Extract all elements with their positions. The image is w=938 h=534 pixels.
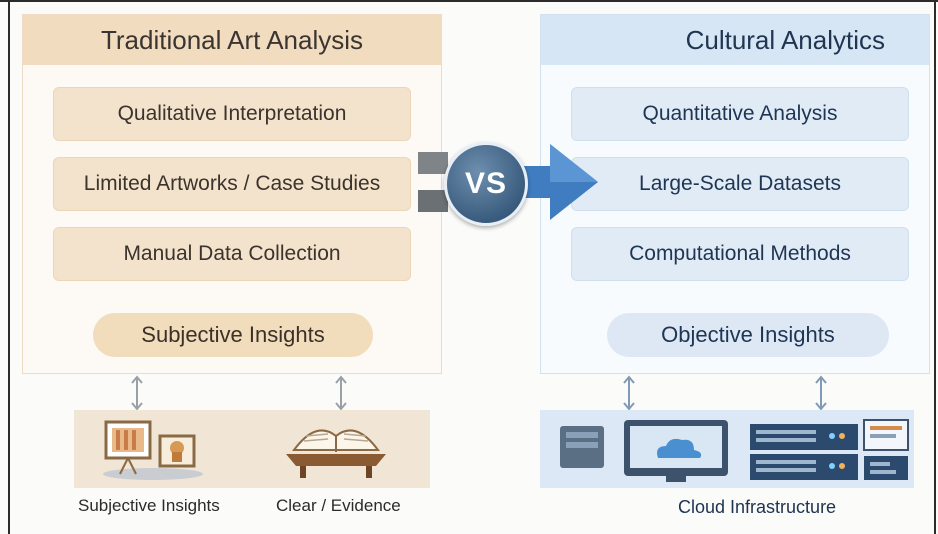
server-rack-icon	[750, 419, 909, 480]
cloud-infrastructure-caption: Cloud Infrastructure	[678, 497, 837, 517]
cultural-analytics-title: Cultural Analytics	[541, 15, 929, 65]
traditional-art-panel: Traditional Art Analysis Qualitative Int…	[22, 14, 442, 374]
objective-insights-pill: Objective Insights	[607, 313, 889, 357]
traditional-art-title: Traditional Art Analysis	[23, 15, 441, 65]
gray-left-arrow-icon	[418, 152, 448, 212]
frame-top-line	[0, 0, 938, 2]
paintings-easel-icon	[103, 420, 203, 480]
blue-right-arrow-icon	[490, 144, 598, 220]
desktop-cloud-icon	[560, 420, 728, 482]
open-book-icon	[286, 429, 386, 478]
double-arrow-icon	[335, 375, 347, 411]
double-arrow-icon	[623, 375, 635, 411]
frame-left-line	[8, 0, 10, 534]
quantitative-analysis-item: Quantitative Analysis	[571, 87, 909, 141]
subjective-insights-caption: Subjective Insights	[78, 496, 220, 515]
clear-evidence-caption: Clear / Evidence	[276, 496, 401, 515]
vs-badge: VS	[444, 142, 528, 226]
computational-methods-item: Computational Methods	[571, 227, 909, 281]
subjective-insights-pill: Subjective Insights	[93, 313, 373, 357]
manual-data-collection-item: Manual Data Collection	[53, 227, 411, 281]
vs-comparison-graphic: VS	[410, 142, 600, 226]
large-scale-datasets-item: Large-Scale Datasets	[571, 157, 909, 211]
frame-right-line	[934, 0, 936, 534]
double-arrow-icon	[131, 375, 143, 411]
double-arrow-icon	[815, 375, 827, 411]
limited-artworks-item: Limited Artworks / Case Studies	[53, 157, 411, 211]
cultural-analytics-panel: Cultural Analytics Quantitative Analysis…	[540, 14, 930, 374]
qualitative-interpretation-item: Qualitative Interpretation	[53, 87, 411, 141]
